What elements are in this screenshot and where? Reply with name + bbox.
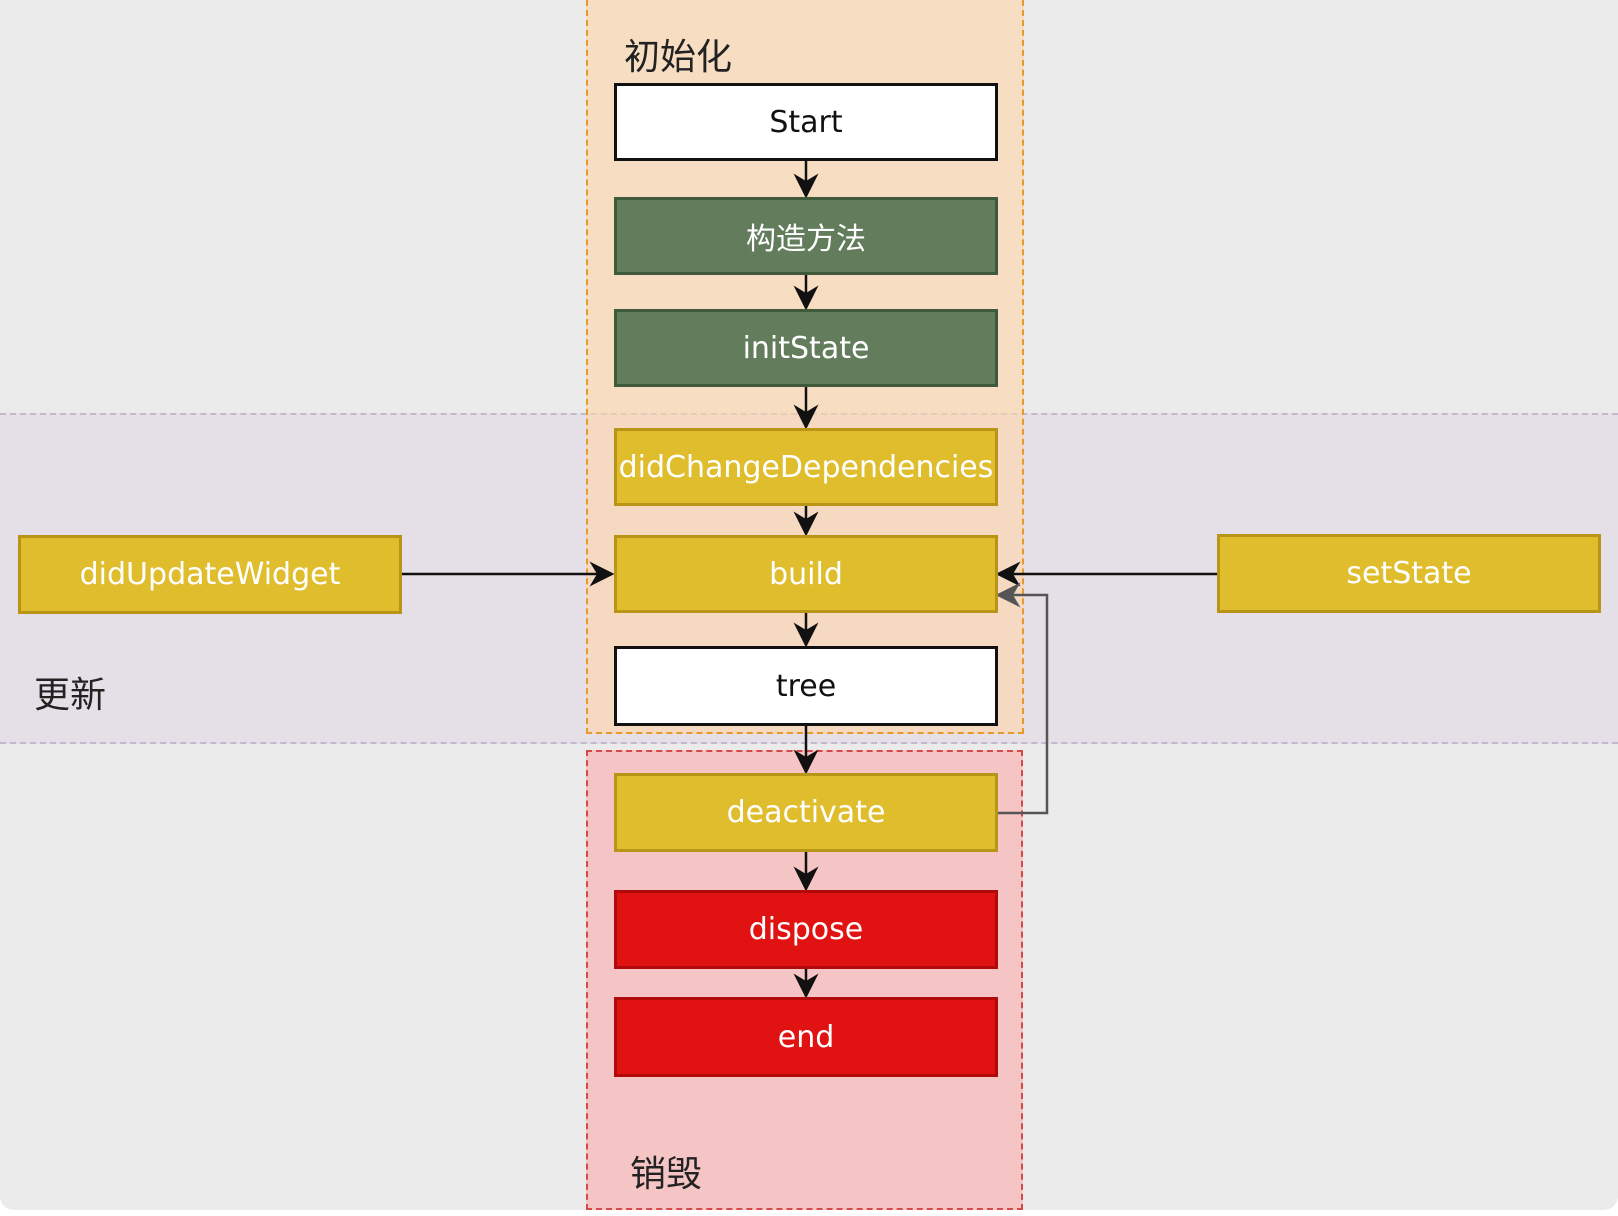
didupdatewidget-node: didUpdateWidget — [18, 535, 402, 614]
deactivate-node: deactivate — [614, 773, 998, 852]
setstate-node: setState — [1217, 534, 1601, 613]
update-region-label: 更新 — [34, 675, 107, 716]
end-node: end — [614, 997, 998, 1077]
didchangedependencies-node: didChangeDependencies — [614, 428, 998, 506]
initstate-node: initState — [614, 309, 998, 387]
start-node: Start — [614, 83, 998, 161]
edge-deactivate-to-build — [995, 582, 1049, 815]
constructor-node: 构造方法 — [614, 197, 998, 275]
init-region-label: 初始化 — [624, 37, 733, 78]
destroy-region-label: 销毁 — [630, 1154, 703, 1195]
dispose-node: dispose — [614, 890, 998, 969]
tree-node: tree — [614, 646, 998, 726]
build-node: build — [614, 535, 998, 613]
